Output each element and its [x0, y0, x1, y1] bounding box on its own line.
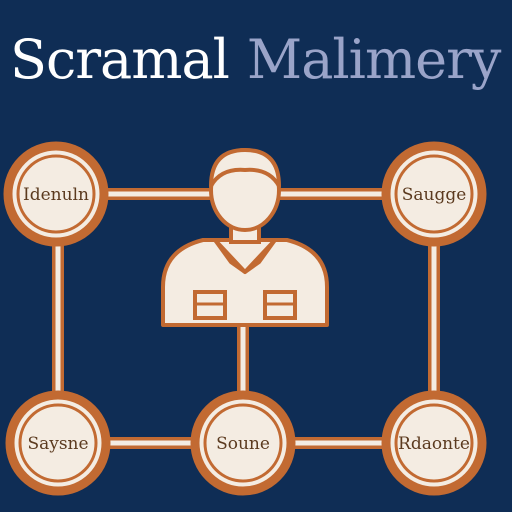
node-top-right: Saugge — [381, 141, 487, 247]
node-label-bottom-left: Saysne — [27, 434, 88, 454]
node-label-bottom-right: Rdaonte — [398, 434, 470, 454]
title: Scramal Malimery — [0, 18, 512, 102]
title-word-2: Malimery — [246, 28, 502, 91]
title-word-1: Scramal — [10, 28, 230, 91]
node-label-top-right: Saugge — [402, 185, 467, 205]
node-bottom-left: Saysne — [5, 390, 111, 496]
person-icon — [161, 148, 329, 327]
node-label-bottom-center: Soune — [216, 434, 270, 454]
node-bottom-right: Rdaonte — [381, 390, 487, 496]
node-bottom-center: Soune — [190, 390, 296, 496]
node-label-top-left: Idenuln — [23, 185, 89, 205]
node-top-left: Idenuln — [3, 141, 109, 247]
